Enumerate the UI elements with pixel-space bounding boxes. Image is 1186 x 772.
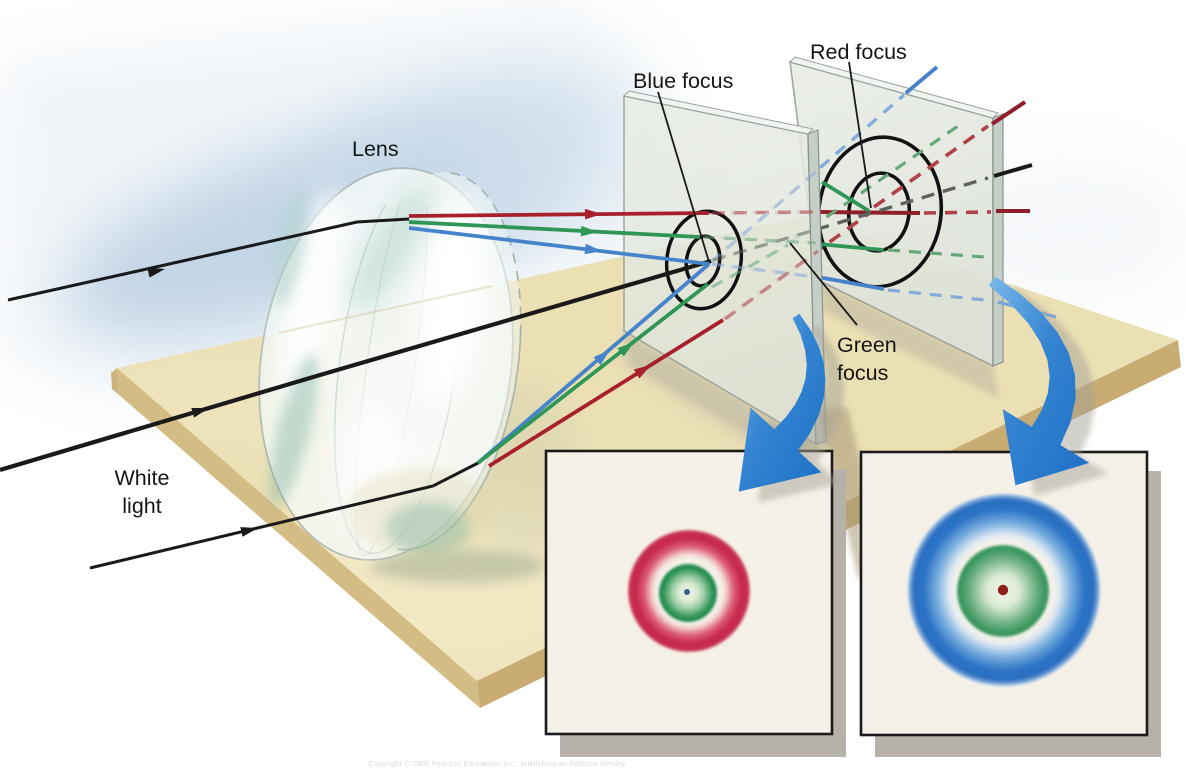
svg-text:focus: focus bbox=[837, 361, 888, 385]
svg-text:Lens: Lens bbox=[352, 137, 399, 161]
svg-text:Blue focus: Blue focus bbox=[633, 69, 733, 93]
svg-text:light: light bbox=[122, 494, 161, 518]
svg-text:Green: Green bbox=[837, 333, 897, 357]
svg-text:Copyright © 2005 Pearson Educa: Copyright © 2005 Pearson Education, Inc.… bbox=[368, 759, 627, 768]
svg-text:Red focus: Red focus bbox=[810, 40, 907, 64]
svg-text:White: White bbox=[115, 466, 170, 490]
